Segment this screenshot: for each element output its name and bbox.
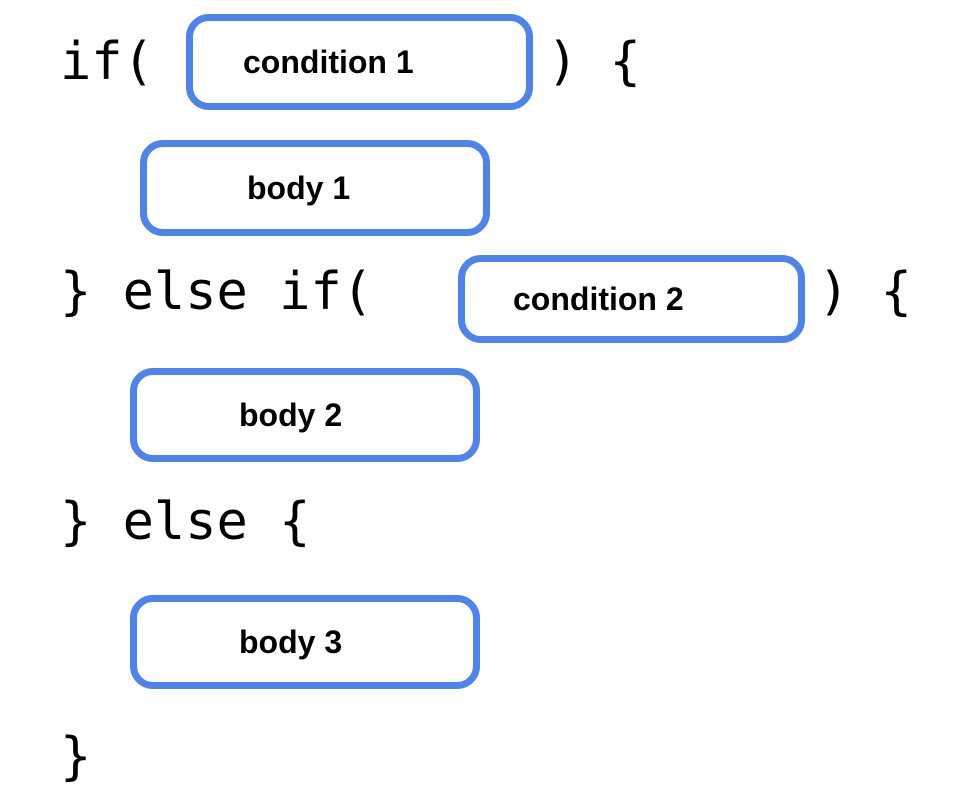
slot-condition-2-label: condition 2 [513, 281, 684, 317]
slot-condition-1-label: condition 1 [243, 44, 414, 80]
slot-body-1[interactable]: body 1 [140, 140, 490, 236]
slot-body-2[interactable]: body 2 [130, 368, 480, 462]
slot-body-2-label: body 2 [239, 397, 343, 433]
code-text-line1-close-paren-brace: ) { [547, 32, 641, 92]
code-text-else-open: } else { [60, 492, 311, 552]
slot-body-3-label: body 3 [239, 624, 343, 660]
code-text-line3-close-paren-brace: ) { [818, 262, 912, 322]
code-text-else-if-open: } else if( [60, 262, 374, 322]
slot-body-1-label: body 1 [247, 170, 351, 206]
code-text-if-open: if( [60, 32, 154, 92]
slot-condition-2[interactable]: condition 2 [458, 255, 805, 343]
slot-condition-1[interactable]: condition 1 [186, 14, 533, 110]
slot-body-3[interactable]: body 3 [130, 595, 480, 689]
code-text-final-closing-brace: } [60, 727, 92, 787]
